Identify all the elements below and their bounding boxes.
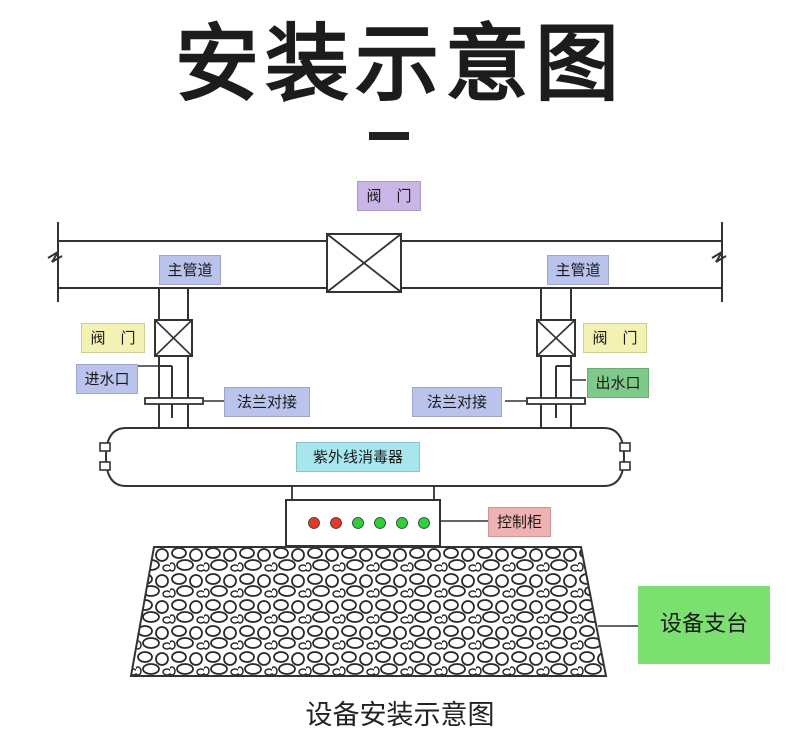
- label-equipment-support: 设备支台: [638, 586, 770, 664]
- diagram-caption: 设备安装示意图: [305, 700, 495, 731]
- label-main-pipe-left: 主管道: [159, 255, 221, 285]
- label-main-pipe-right: 主管道: [547, 255, 609, 285]
- indicator-light-green: [418, 517, 430, 529]
- indicator-light-green: [396, 517, 408, 529]
- stone-support-base: [129, 546, 608, 677]
- indicator-light-red: [330, 517, 342, 529]
- inlet-flange: [144, 397, 204, 405]
- outlet-valve: [536, 319, 576, 357]
- page-title: 安装示意图: [174, 15, 625, 113]
- label-flange-left: 法兰对接: [224, 387, 310, 417]
- leader-lines: [134, 365, 586, 402]
- label-main-valve: 阀 门: [357, 181, 421, 211]
- label-inlet-valve: 阀 门: [81, 323, 145, 353]
- label-uv-sterilizer: 紫外线消毒器: [296, 442, 420, 472]
- outlet-flange: [526, 397, 586, 405]
- label-inlet: 进水口: [76, 364, 138, 394]
- control-cabinet: [285, 485, 490, 547]
- label-outlet-valve: 阀 门: [583, 323, 647, 353]
- inlet-branch-pipe: [158, 288, 189, 428]
- outlet-branch-pipe: [540, 288, 572, 428]
- indicator-light-green: [374, 517, 386, 529]
- indicator-lights: [308, 517, 430, 529]
- title-underline: [369, 132, 409, 140]
- indicator-light-red: [308, 517, 320, 529]
- main-valve: [326, 233, 402, 293]
- label-outlet: 出水口: [587, 368, 649, 398]
- label-control-cabinet: 控制柜: [488, 507, 551, 537]
- label-flange-right: 法兰对接: [412, 387, 502, 417]
- inlet-valve: [154, 319, 193, 357]
- indicator-light-green: [352, 517, 364, 529]
